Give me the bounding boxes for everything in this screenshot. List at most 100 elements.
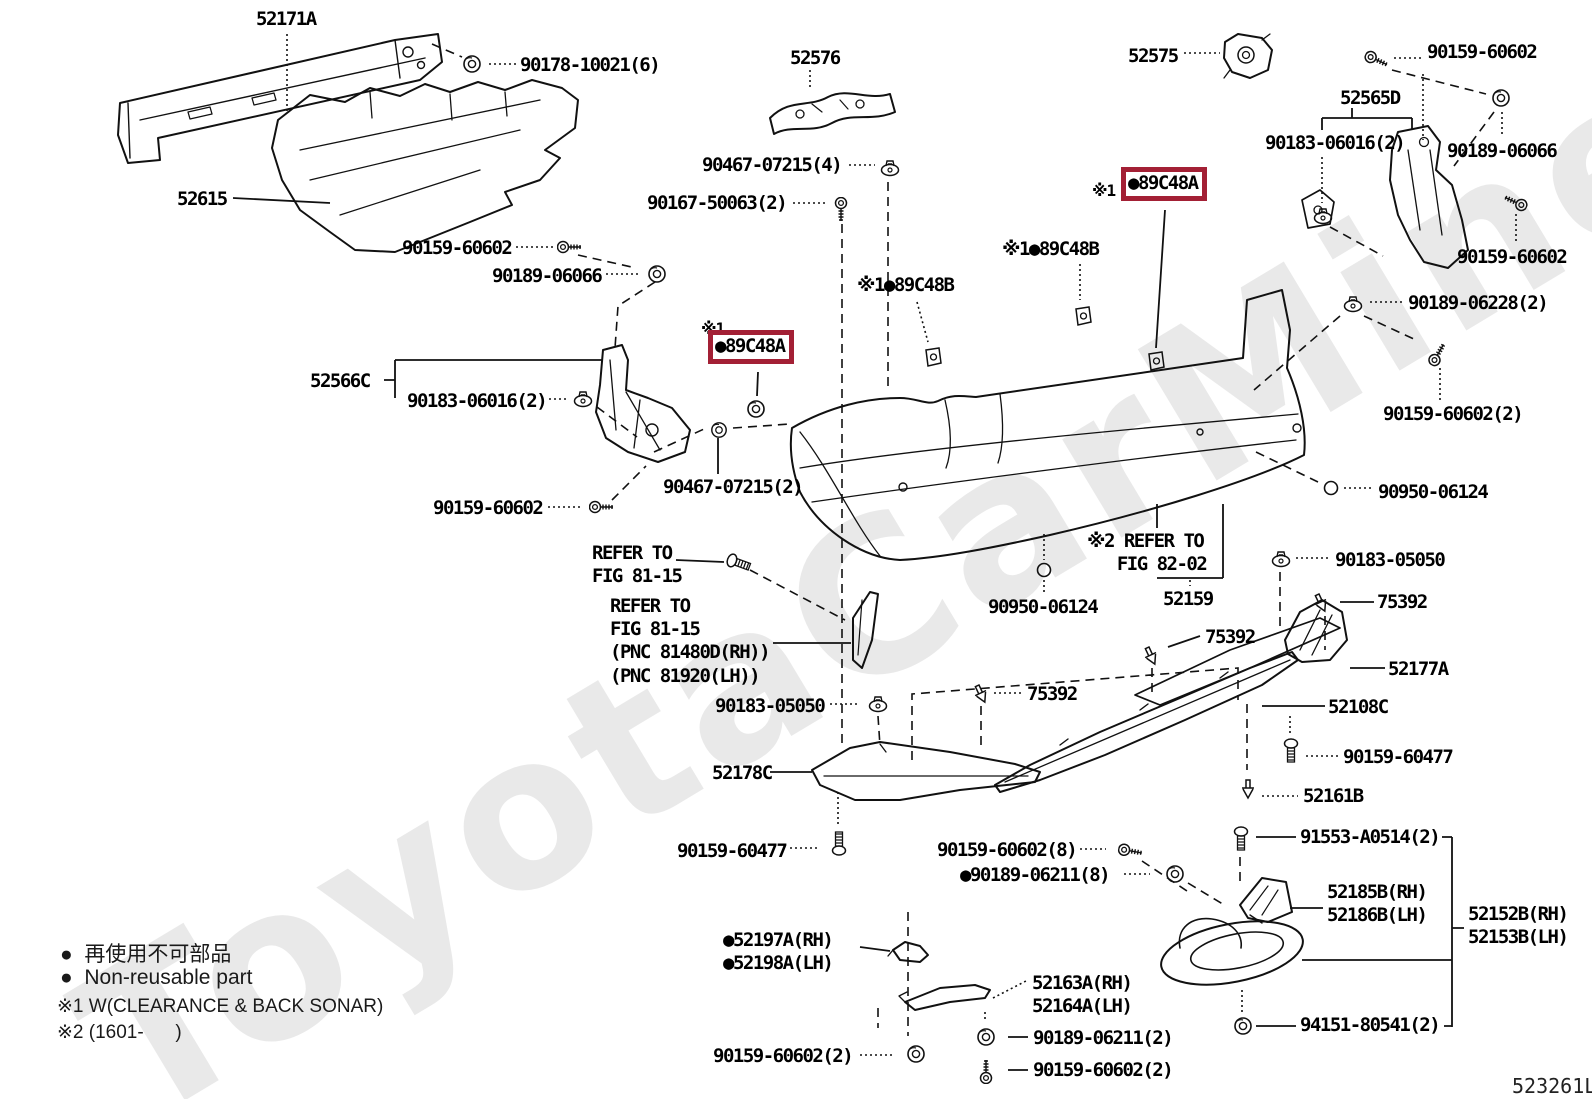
clip-icon (1313, 208, 1333, 225)
screw-icon (834, 197, 848, 222)
diagram-code: 523261L (1512, 1074, 1592, 1098)
part-label-52159: 52159 (1163, 588, 1214, 610)
part-label-90189-06228: 90189-06228(2) (1408, 292, 1549, 314)
part-label-52575: 52575 (1128, 45, 1179, 67)
note-prefix-89c48a-top: ※1 (1092, 181, 1116, 200)
grommet-icon (747, 400, 765, 418)
part-label-90159-60477-r: 90159-60477 (1343, 746, 1454, 768)
bolt-icon (1283, 738, 1299, 763)
part-label-52163a-52164a: 52163A(RH) 52164A(LH) (1032, 972, 1133, 1018)
legend-non-reusable-en: ● Non-reusable part (60, 966, 253, 989)
part-label-90467-07215-2: 90467-07215(2) (663, 476, 804, 498)
nut-icon (463, 55, 481, 73)
note-refer-fig-81-15-pnc: REFER TO FIG 81-15 (PNC 81480D(RH)) (PNC… (610, 595, 771, 687)
part-label-90159-60602-a: 90159-60602 (402, 237, 513, 259)
grommet-icon (907, 1045, 925, 1063)
part-label-75392-m: 75392 (1205, 626, 1256, 648)
part-label-52185b-52186b: 52185B(RH) 52186B(LH) (1327, 881, 1428, 927)
part-label-75392-r: 75392 (1377, 591, 1428, 613)
side-reflector (852, 591, 879, 669)
part-label-91553-a0514: 91553-A0514(2) (1300, 826, 1441, 848)
screw-icon (1116, 842, 1144, 860)
part-label-89c48b-2: ※1●89C48B (857, 274, 955, 296)
part-label-52615: 52615 (177, 188, 228, 210)
nut-icon (710, 421, 728, 439)
part-label-90159-60602-ml: 90159-60602 (433, 497, 544, 519)
part-label-90189-06066-a: 90189-06066 (492, 265, 603, 287)
part-label-90159-60602-8: 90159-60602(8) (937, 839, 1078, 861)
part-label-89c48a-top-highlighted: ●89C48A (1121, 167, 1207, 202)
washer-icon (1323, 480, 1339, 496)
part-label-90167-50063: 90167-50063(2) (647, 192, 788, 214)
part-label-90189-06066-tr: 90189-06066 (1447, 140, 1558, 162)
part-label-90178-10021: 90178-10021(6) (520, 54, 661, 76)
bolt-icon (724, 552, 753, 574)
part-label-90159-60602-r2: 90159-60602 (1457, 246, 1568, 268)
grommet-icon (1492, 89, 1510, 107)
part-label-52576: 52576 (790, 47, 841, 69)
legend-note-2: ※2 (1601- ) (57, 1022, 182, 1043)
clip-icon (573, 391, 593, 408)
rivet-icon (971, 682, 991, 706)
part-label-90189-06211-2: 90189-06211(2) (1033, 1027, 1174, 1049)
part-label-52171a: 52171A (256, 8, 317, 30)
clip-plate-icon (1075, 306, 1092, 326)
nut-icon (648, 265, 666, 283)
grommet-icon (1166, 865, 1184, 883)
lower-garnish-52178c (811, 741, 1041, 801)
part-label-75392-c: 75392 (1027, 683, 1078, 705)
bolt-icon (1233, 826, 1249, 851)
bolt-icon (831, 831, 847, 856)
bracket-52197a (887, 941, 929, 963)
reinforcement-bar-52171a (117, 33, 443, 164)
part-label-90159-60477-l: 90159-60477 (677, 840, 788, 862)
part-label-52566c: 52566C (310, 370, 371, 392)
part-label-89c48b-1: ※1●89C48B (1002, 238, 1100, 260)
part-label-90467-07215-4: 90467-07215(4) (702, 154, 843, 176)
washer-icon (1036, 562, 1052, 578)
fog-lamp-bezel-52152b (1160, 914, 1304, 986)
part-label-52565d: 52565D (1340, 87, 1401, 109)
assembly-dashed-lines (431, 43, 1495, 1036)
screw-icon (1501, 191, 1530, 214)
clip-plate-icon (925, 347, 942, 367)
part-label-52152b-52153b: 52152B(RH) 52153B(LH) (1468, 903, 1569, 949)
part-label-52178c: 52178C (712, 762, 773, 784)
strip-52163a (898, 984, 991, 1011)
part-label-90183-05050-r: 90183-05050 (1335, 549, 1446, 571)
legend-non-reusable-jp: ● 再使用不可部品 (60, 943, 232, 966)
part-label-90950-06124-r: 90950-06124 (1378, 481, 1489, 503)
side-support-52566c (595, 344, 691, 463)
rivet-icon (1141, 644, 1161, 668)
leader-lines-solid (232, 108, 1464, 1071)
bracket-52565d (1301, 125, 1469, 269)
part-label-90183-06016-tr: 90183-06016(2) (1265, 132, 1406, 154)
clip-icon (1271, 551, 1291, 568)
clip-icon (1343, 296, 1363, 313)
part-label-90189-06211-8: ●90189-06211(8) (960, 864, 1111, 886)
rivet-icon (1241, 779, 1255, 799)
clip-icon (868, 696, 888, 713)
note-refer-fig-81-15: REFER TO FIG 81-15 (592, 542, 683, 588)
legend-note-1: ※1 W(CLEARANCE & BACK SONAR) (57, 996, 384, 1017)
screw-icon (1426, 340, 1450, 369)
part-label-90159-60602-2r: 90159-60602(2) (1383, 403, 1524, 425)
leader-lines-dotted (286, 34, 1517, 1056)
part-label-90159-60602-2bl: 90159-60602(2) (713, 1045, 854, 1067)
part-label-52177a: 52177A (1388, 658, 1449, 680)
part-label-90159-60602-tr: 90159-60602 (1427, 41, 1538, 63)
sonar-sensor-52575 (1223, 33, 1273, 79)
part-label-90159-60602-2c: 90159-60602(2) (1033, 1059, 1174, 1081)
clip-icon (880, 160, 900, 177)
screw-icon (557, 240, 582, 254)
screw-icon (589, 500, 614, 514)
note-refer-fig-82-02: ※2 REFER TO FIG 82-02 (1087, 530, 1208, 576)
energy-absorber-52615 (271, 79, 579, 253)
bracket-52185b (1239, 877, 1293, 923)
part-label-90183-06016-l: 90183-06016(2) (407, 390, 548, 412)
clip-plate-icon (1148, 351, 1165, 371)
part-label-52197a-52198a: ●52197A(RH) ●52198A(LH) (723, 929, 834, 975)
part-label-90183-05050-c: 90183-05050 (715, 695, 826, 717)
